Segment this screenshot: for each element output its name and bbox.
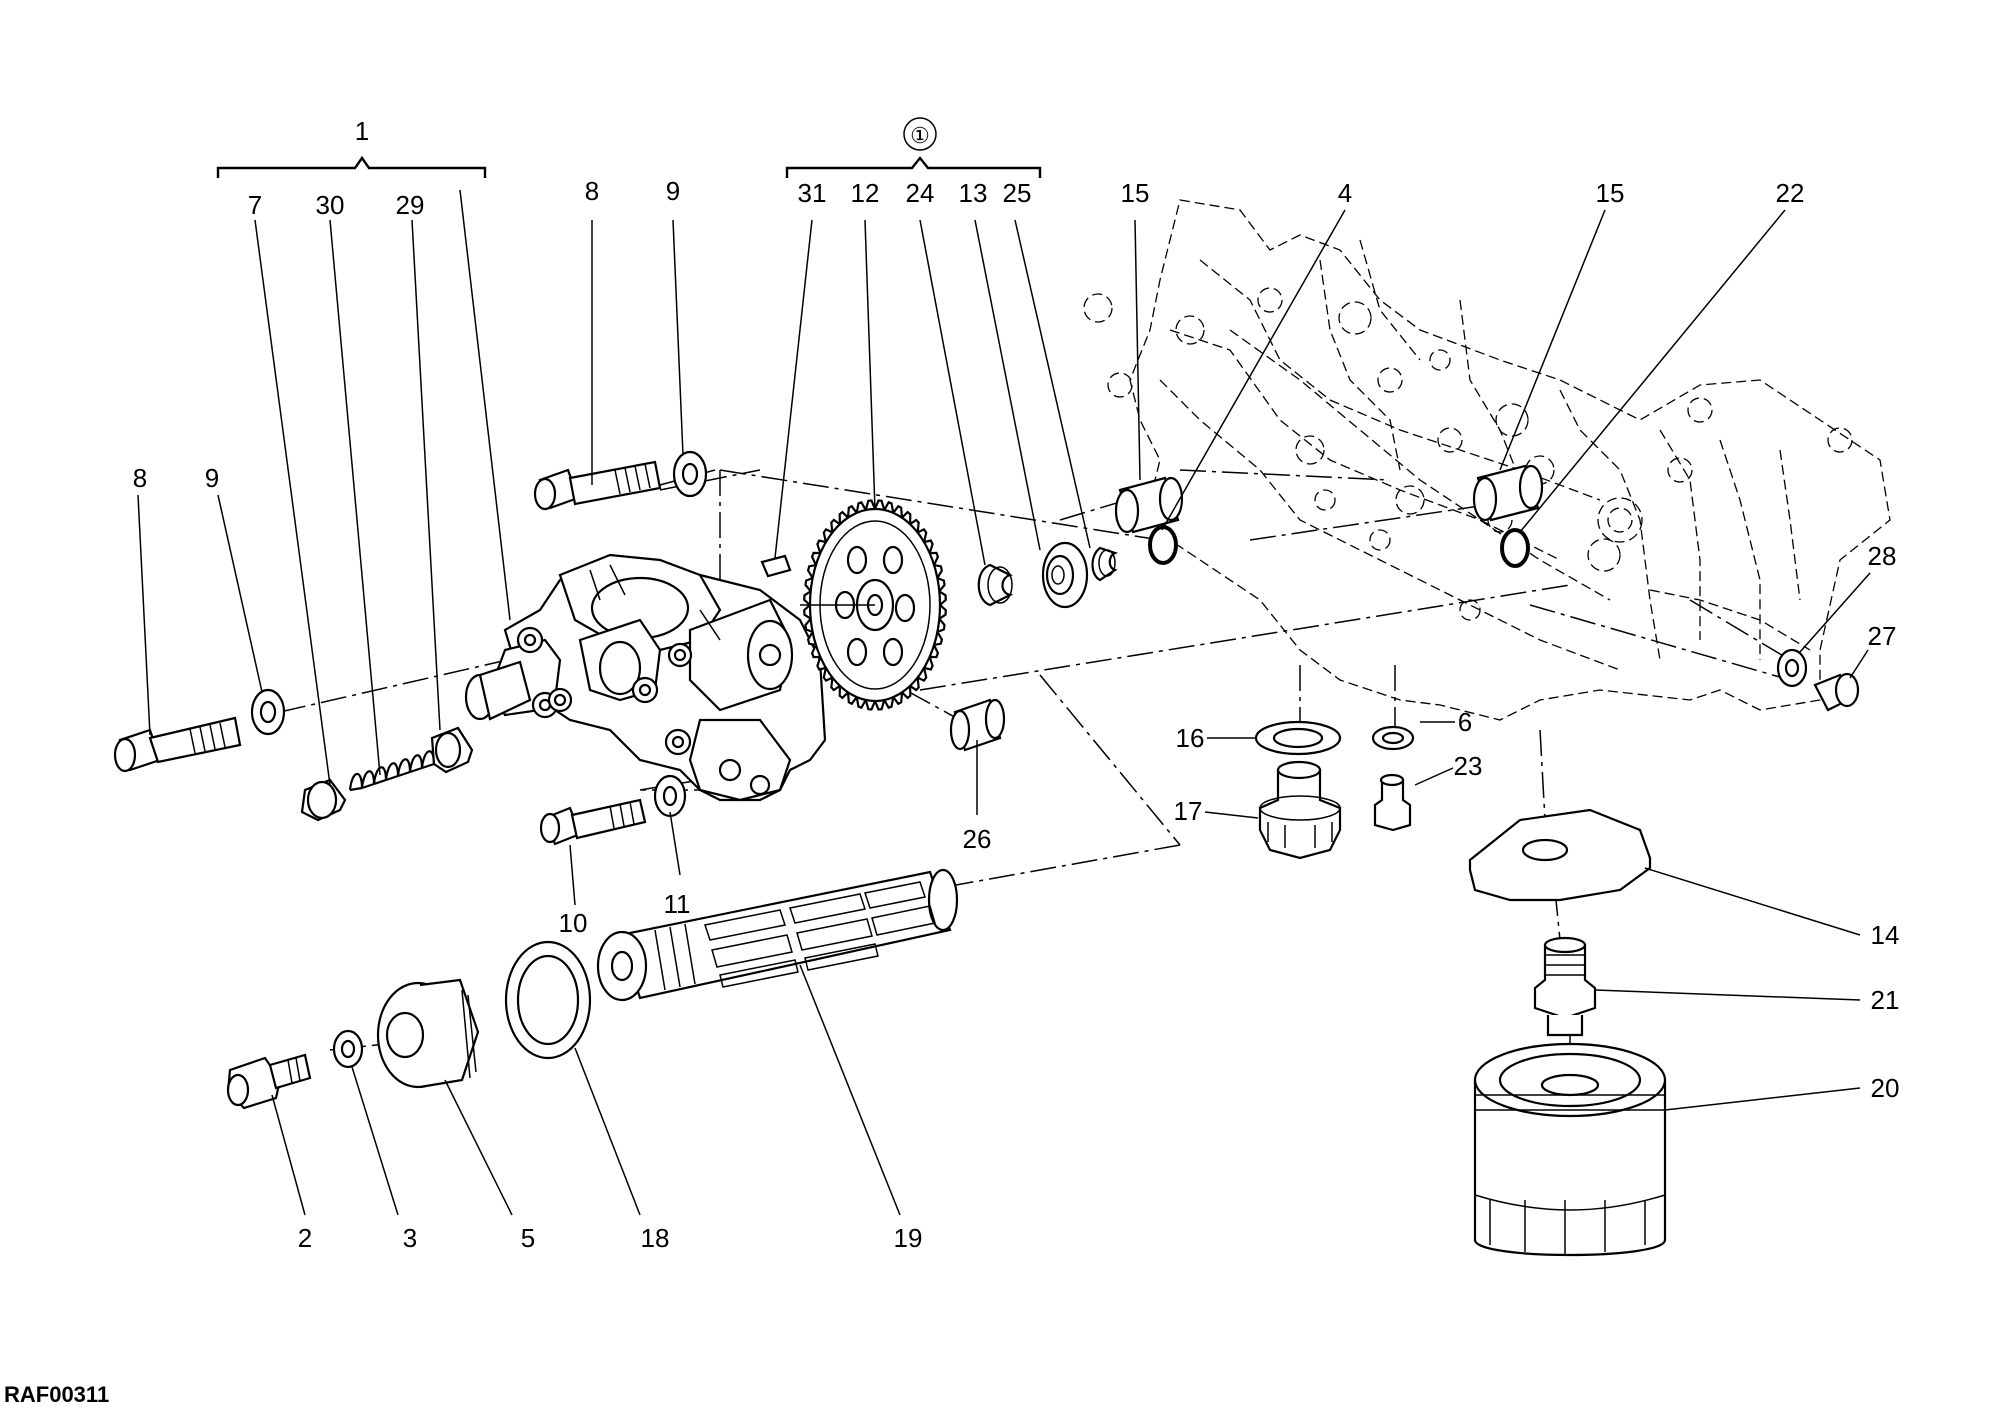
gear-12 [800, 499, 947, 711]
callout-9-left: 9 [205, 463, 219, 493]
callout-30: 30 [316, 190, 345, 220]
callout-22: 22 [1776, 178, 1805, 208]
plate-14 [1468, 808, 1652, 902]
oil-pump-body [464, 553, 827, 802]
valve-29 [430, 726, 474, 774]
bearing-13 [1041, 541, 1089, 609]
strainer-19 [596, 868, 959, 1002]
drawing-code: RAF00311 [4, 1382, 109, 1407]
washer-11 [653, 774, 687, 818]
callout-13: 13 [959, 178, 988, 208]
callout-7: 7 [248, 190, 262, 220]
callout-15-right: 15 [1596, 178, 1625, 208]
callout-28: 28 [1868, 541, 1897, 571]
callout-8-top: 8 [585, 176, 599, 206]
callout-labels: 1 ① 7 30 29 8 9 31 12 24 13 25 15 4 15 2… [4, 116, 1899, 1407]
plug-7 [300, 778, 347, 822]
callout-12: 12 [851, 178, 880, 208]
callout-4: 4 [1338, 178, 1352, 208]
bolt-10 [539, 798, 647, 846]
spring-30 [348, 750, 436, 792]
washer-3 [332, 1029, 364, 1069]
callout-15-left: 15 [1121, 178, 1150, 208]
callout-21: 21 [1871, 985, 1900, 1015]
callout-8-left: 8 [133, 463, 147, 493]
washer-28 [1776, 648, 1808, 688]
dowel-15-right [1472, 464, 1544, 522]
plug-23 [1373, 773, 1412, 832]
brace-pump-assembly [216, 155, 487, 178]
callout-9-top: 9 [666, 176, 680, 206]
union-21 [1533, 936, 1597, 1037]
brace-gear-kit [785, 156, 1042, 178]
washer-9-left [250, 688, 286, 736]
oring-18 [504, 940, 592, 1060]
bolt-8-upper [533, 460, 662, 511]
callout-16: 16 [1176, 723, 1205, 753]
oring-4 [1148, 525, 1178, 565]
callout-24: 24 [906, 178, 935, 208]
cap-5 [376, 978, 480, 1089]
callout-6: 6 [1458, 707, 1472, 737]
dowel-15-left [1114, 476, 1184, 534]
bolt-8-left [113, 716, 242, 773]
callout-19: 19 [894, 1223, 923, 1253]
plug-2 [226, 1053, 312, 1110]
callout-14: 14 [1871, 920, 1900, 950]
washer-16 [1254, 720, 1342, 756]
oring-22 [1500, 528, 1530, 568]
callout-11: 11 [664, 889, 691, 919]
callout-31: 31 [798, 178, 827, 208]
callout-23: 23 [1454, 751, 1483, 781]
oil-filter-20 [1473, 1042, 1667, 1257]
crankcase-outline [1083, 199, 1891, 721]
callout-26: 26 [963, 824, 992, 854]
callout-17: 17 [1174, 796, 1203, 826]
washer-6 [1371, 725, 1415, 751]
label-group-kit: ① [910, 123, 930, 148]
circlip-24 [977, 563, 1014, 607]
callout-10: 10 [559, 908, 588, 938]
label-group-1: 1 [355, 116, 369, 146]
washer-9-upper [672, 450, 708, 498]
fitting-17 [1258, 760, 1342, 860]
callout-3: 3 [403, 1223, 417, 1253]
plug-27 [1813, 672, 1860, 712]
callout-5: 5 [521, 1223, 535, 1253]
leader-lines [137, 189, 1871, 1216]
callout-20: 20 [1871, 1073, 1900, 1103]
gear-kit-circle [903, 117, 937, 151]
key-31 [760, 554, 792, 578]
bushing-26 [949, 698, 1006, 752]
callout-18: 18 [641, 1223, 670, 1253]
callout-2: 2 [298, 1223, 312, 1253]
callout-27: 27 [1868, 621, 1897, 651]
callout-29: 29 [396, 190, 425, 220]
circlip-25 [1091, 546, 1119, 582]
callout-25: 25 [1003, 178, 1032, 208]
